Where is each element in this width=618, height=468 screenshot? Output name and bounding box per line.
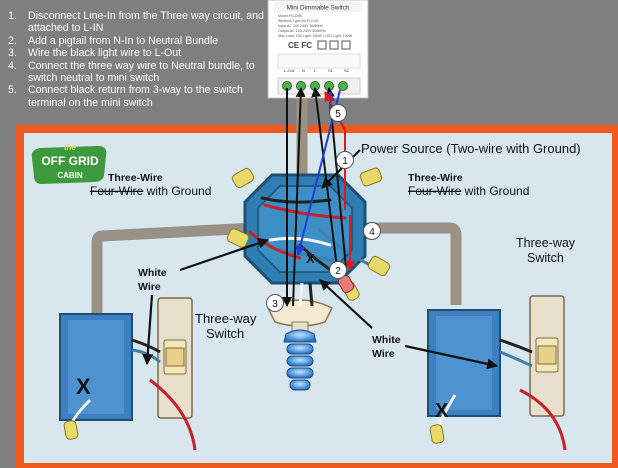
module-title: Mini Dimmable Switch: [287, 5, 350, 12]
module-spec-3: Input:AC 100-240V 50/60Hz: [278, 24, 323, 28]
left-cable-label: Three-Wire: [108, 172, 163, 184]
white-wire-left-label-2: Wire: [138, 281, 161, 293]
svg-text:2: 2: [335, 266, 341, 277]
instruction-step-3: 3.Wire the black light wire to L-Out: [8, 47, 182, 60]
step-marker-5: [329, 104, 347, 122]
instruction-step-1: 1.Disconnect Line-In from the Three way …: [8, 10, 264, 35]
instruction-step-5: 5.Connect black return from 3-way to the…: [8, 84, 243, 109]
instruction-step-4: 4.Connect the three way wire to Neutral …: [8, 59, 255, 85]
terminal-label-lout: L-Out: [284, 68, 295, 73]
left-wire-nut: [63, 420, 79, 440]
svg-text:5: 5: [335, 109, 341, 120]
white-wire-right-label-1: White: [372, 334, 401, 346]
house-icon: [317, 40, 327, 50]
recycle-icon: [329, 40, 339, 50]
callout-arrows: [142, 149, 499, 370]
x-mark-box: X: [306, 251, 315, 266]
instruction-step-2: 2.Add a pigtail from N-In to Neutral Bun…: [8, 34, 219, 47]
left-cable-label-2: Four-Wire with Ground: [90, 184, 211, 198]
terminal-label-s1: S1: [328, 68, 334, 73]
left-switch-box: [59, 297, 193, 421]
svg-text:CABIN: CABIN: [57, 171, 83, 180]
terminal-screw-5: [338, 81, 348, 91]
svg-text:1: 1: [342, 156, 348, 167]
white-wire-right-label-2: Wire: [372, 348, 395, 360]
three-way-left-label-1: Three-way: [195, 311, 257, 326]
mini-switch-module: Mini Dimmable Switch Model:FG-DIM Wirele…: [267, 0, 369, 99]
module-spec-2: Wireless Type:Wi-Fi 2.4G: [278, 19, 319, 23]
right-cable-label-2: Four-Wire with Ground: [408, 184, 529, 198]
off-grid-cabin-logo: the OFF GRID CABIN: [31, 143, 107, 184]
step-marker-2: [329, 261, 347, 279]
svg-text:4: 4: [369, 227, 375, 238]
line-neutral-pigtail: [292, 87, 306, 307]
terminal-label-l: L: [314, 68, 317, 73]
module-spec-1: Model:FG-DIM: [278, 14, 302, 18]
svg-text:3: 3: [272, 299, 278, 310]
right-cable-label: Three-Wire: [408, 172, 463, 184]
three-way-left-label-2: Switch: [206, 326, 244, 341]
bin-icon: [341, 40, 351, 50]
step-marker-3: [266, 294, 284, 312]
arrow-white-wire-left-switch: [142, 294, 154, 366]
arrow-white-wire-left-box: [179, 237, 270, 272]
power-source-label: Power Source (Two-wire with Ground): [361, 141, 581, 156]
module-spec-5: Max Load: 150 Light: 150W / LED Light: 1…: [278, 34, 353, 38]
x-mark-left: X: [76, 374, 91, 399]
x-mark-right: X: [435, 400, 449, 422]
svg-text:the: the: [64, 143, 77, 152]
step-markers: 1 2 3 4 5: [266, 104, 381, 312]
terminal-label-n: N: [302, 68, 305, 73]
step-marker-4: [363, 222, 381, 240]
wire-nuts: [226, 167, 391, 301]
step-marker-1: [336, 151, 354, 169]
arrow-power-source: [321, 149, 361, 189]
arrow-white-wire-right-switch: [404, 344, 499, 370]
svg-text:OFF GRID: OFF GRID: [41, 154, 99, 168]
right-cable: [350, 222, 462, 305]
three-way-right-label-1: Three-way: [516, 236, 576, 250]
left-cable: [91, 222, 256, 330]
terminal-label-s2: S2: [344, 68, 350, 73]
arrow-white-wire-right-box: [319, 279, 373, 329]
right-wire-nut: [429, 424, 445, 444]
red-arrow-up: [324, 91, 346, 210]
instruction-list: 1.Disconnect Line-In from the Three way …: [8, 10, 270, 109]
white-wire-left-label-1: White: [138, 267, 167, 279]
module-marks: CE FC: [288, 41, 312, 50]
three-way-right-label-2: Switch: [527, 251, 564, 265]
module-spec-4: Output:AC 100-240V 50/60Hz: [278, 29, 326, 33]
